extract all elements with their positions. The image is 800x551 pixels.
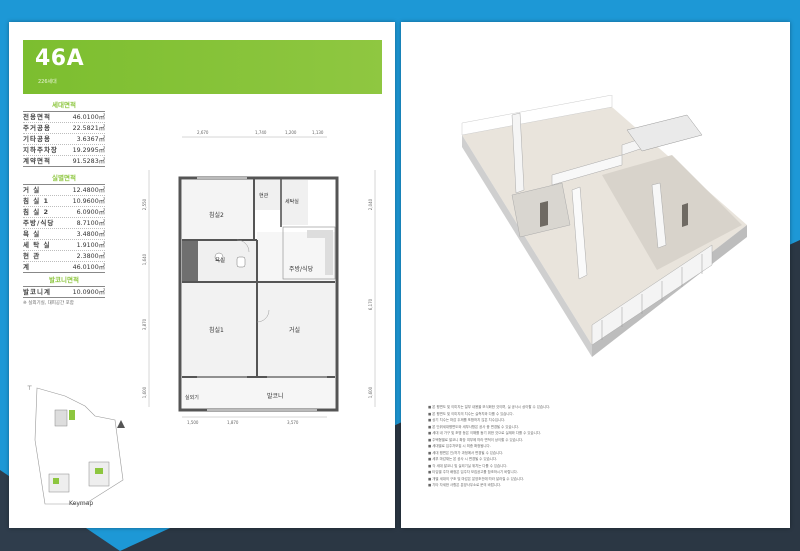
dim-top-3: 1,200: [285, 130, 297, 135]
note-item: ■ 각 세대 발코니 및 실외기실 위치는 다를 수 있습니다.: [428, 463, 508, 468]
spec-row: 발코니계 10.0900㎡: [23, 287, 105, 298]
spec-value: 91.5283㎡: [72, 158, 105, 165]
dim-top-1: 2,670: [197, 130, 209, 135]
dim-bottom-2: 1,870: [227, 420, 239, 425]
spec-value: 46.0100㎡: [72, 114, 105, 121]
spec-key: 욕 실: [23, 230, 41, 238]
spec-value: 10.0900㎡: [72, 289, 105, 296]
room-balcony: 발코니: [267, 393, 284, 400]
right-page: ■ 본 평면도 및 이미지는 일부 내용을 모식화한 것이며, 실 공사시 상이…: [401, 22, 790, 528]
spec-key: 현 관: [23, 252, 41, 260]
spec-value: 2.3800㎡: [76, 253, 105, 260]
spec-key: 발코니계: [23, 288, 51, 296]
note-item: ■ 세대 평면은 인/허가 과정에서 변경될 수 있습니다.: [428, 450, 504, 455]
dim-bottom-3: 3,570: [287, 420, 299, 425]
room-area-heading: 실별면적: [23, 170, 105, 185]
household-area-table: 세대면적 전용면적 46.0100㎡ 주거공용 22.5821㎡ 기타공용 3.6367㎡…: [23, 97, 105, 167]
spec-row: 주방/식당 8.7100㎡: [23, 218, 105, 229]
dim-top-4: 1,130: [312, 130, 324, 135]
unit-title: 46A: [35, 46, 85, 71]
note-item: ■ 세부 마감재는 본 공사 시 변경될 수 있습니다.: [428, 457, 498, 461]
dim-top-2: 1,740: [255, 130, 267, 135]
spec-value: 3.6367㎡: [76, 136, 105, 143]
spec-key: 침 실 2: [23, 208, 50, 216]
dim-right-1: 2,040: [368, 198, 374, 211]
household-area-heading: 세대면적: [23, 97, 105, 112]
spec-key: 주거공용: [23, 124, 51, 132]
spec-value: 3.4800㎡: [76, 231, 105, 238]
spec-key: 계약면적: [23, 157, 51, 165]
spec-row: 계 46.0100㎡: [23, 262, 105, 273]
spec-value: 10.9600㎡: [72, 198, 105, 205]
room-laundry: 세탁실: [285, 199, 299, 205]
room-entry: 현관: [259, 193, 269, 199]
spec-row: 욕 실 3.4800㎡: [23, 229, 105, 240]
spec-key: 지하주차장: [23, 146, 58, 154]
room-kitchen: 주방/식당: [289, 266, 314, 273]
keymap-label: Keymap: [69, 500, 94, 507]
spec-key: 침 실 1: [23, 197, 50, 205]
spec-row: 침 실 2 6.0900㎡: [23, 207, 105, 218]
floor-plan-drawing: [148, 136, 376, 418]
room-bath: 욕실: [215, 258, 226, 264]
spec-value: 6.0900㎡: [76, 209, 105, 216]
note-item: ■ 주택형별로 발코니 확장 여부에 따라 면적이 상이할 수 있습니다.: [428, 437, 524, 442]
room-living: 거실: [289, 327, 301, 334]
spec-row: 현 관 2.3800㎡: [23, 251, 105, 262]
spec-key: 계: [23, 263, 30, 271]
svg-text:⊤: ⊤: [27, 385, 32, 392]
dim-left-4: 1,600: [142, 386, 148, 399]
note-item: ■ 세대별로 입주자모집 시 최종 확정됩니다.: [428, 444, 491, 448]
spec-row: 세 탁 실 1.9100㎡: [23, 240, 105, 251]
spec-row: 기타공용 3.6367㎡: [23, 134, 105, 145]
room-area-table: 실별면적 거 실 12.4800㎡ 침 실 1 10.9600㎡ 침 실 2 6.0900…: [23, 170, 105, 273]
notes-list: ■ 본 평면도 및 이미지는 일부 내용을 모식화한 것이며, 실 공사시 상이…: [428, 404, 768, 489]
isometric-drawing: [461, 94, 747, 357]
note-item: ■ 타입별 주차 배정은 입주자 모집공고를 참조하시기 바랍니다.: [428, 470, 518, 474]
dim-left-2: 1,640: [142, 253, 148, 266]
room-bed2: 침실2: [209, 212, 224, 219]
floor-plan: 2,670 1,740 1,200 1,130 1,500 1,870 3,57…: [137, 122, 397, 452]
spec-key: 기타공용: [23, 135, 51, 143]
spec-value: 46.0100㎡: [72, 264, 105, 271]
dim-right-2: 6,170: [368, 298, 374, 311]
isometric-view: [452, 94, 752, 360]
room-bed1: 침실1: [209, 327, 224, 334]
spec-value: 1.9100㎡: [76, 242, 105, 249]
spec-value: 22.5821㎡: [72, 125, 105, 132]
spec-row: 거 실 12.4800㎡: [23, 185, 105, 196]
note-item: ■ 상기 치수는 마감 두께를 포함하지 않은 치수입니다.: [428, 418, 506, 422]
spec-value: 19.2995㎡: [72, 147, 105, 154]
note-item: ■ 본 평면도 및 이미지의 치수는 실측치와 다를 수 있습니다.: [428, 411, 514, 416]
dim-left-1: 2,550: [142, 198, 148, 211]
balcony-area-heading: 발코니면적: [23, 272, 105, 287]
note-item: ■ 본 단위세대평면도와 세부사항은 공사 중 변경될 수 있습니다.: [428, 424, 519, 429]
dim-bottom-1: 1,500: [187, 420, 199, 425]
spec-row: 전용면적 46.0100㎡: [23, 112, 105, 123]
note-item: ■ 세대 내 가구 및 조명 등은 이해를 돕기 위한 것으로 실제와 다를 수…: [428, 431, 541, 435]
spec-row: 주거공용 22.5821㎡: [23, 123, 105, 134]
dim-right-3: 1,600: [368, 386, 374, 399]
room-outdoor-unit: 실외기: [185, 395, 199, 401]
spec-value: 12.4800㎡: [72, 187, 105, 194]
note-item: ■ 본 평면도 및 이미지는 일부 내용을 모식화한 것이며, 실 공사시 상이…: [428, 405, 551, 409]
balcony-note: ※ 실외기실, 대피공간 포함: [23, 301, 74, 306]
spec-key: 전용면적: [23, 113, 51, 121]
keymap-drawing: ⊤: [27, 385, 125, 505]
keymap: ⊤: [25, 380, 137, 520]
balcony-area-table: 발코니면적 발코니계 10.0900㎡ ※ 실외기실, 대피공간 포함: [23, 272, 105, 306]
spec-key: 주방/식당: [23, 219, 55, 227]
spec-key: 세 탁 실: [23, 241, 51, 249]
spec-row: 지하주차장 19.2995㎡: [23, 145, 105, 156]
left-page: 46A 226세대 세대면적 전용면적 46.0100㎡ 주거공용 22.5821㎡ 기…: [9, 22, 395, 528]
dim-left-3: 3,870: [142, 318, 148, 331]
spec-row: 계약면적 91.5283㎡: [23, 156, 105, 167]
note-item: ■ 개별 세대의 구조 및 마감은 분양조건에 따라 달라질 수 있습니다.: [428, 476, 525, 481]
unit-header: 46A 226세대: [23, 40, 382, 94]
spec-value: 8.7100㎡: [76, 220, 105, 227]
spec-key: 거 실: [23, 186, 41, 194]
unit-subtitle: 226세대: [38, 79, 57, 85]
spec-row: 침 실 1 10.9600㎡: [23, 196, 105, 207]
note-item: ■ 기타 자세한 사항은 분양사무소로 문의 바랍니다.: [428, 483, 502, 487]
